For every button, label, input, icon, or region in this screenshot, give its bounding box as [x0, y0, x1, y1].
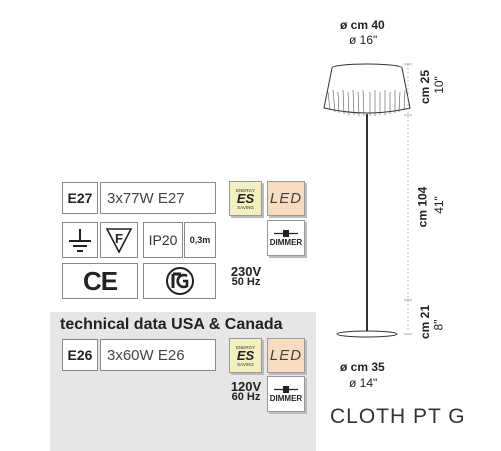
stem-height-in: 41": [431, 196, 446, 214]
energy-saving-mark: ES: [236, 190, 255, 206]
usa-dimmer-slider-icon: [274, 386, 298, 393]
ce-mark: CE: [82, 265, 118, 296]
base-diameter-in: ø 14": [349, 376, 378, 390]
f-mark-cell: F: [100, 222, 138, 258]
usa-bulb-value: 3x60W E26: [107, 346, 185, 364]
shade-height-cm: cm 25: [418, 69, 433, 105]
ground-symbol-cell: [62, 222, 98, 258]
shade-diameter-in: ø 16": [349, 33, 378, 47]
usa-bulb-cell: 3x60W E26: [100, 339, 216, 371]
energy-saving-badge: ENERGY ES SAVING: [229, 181, 262, 216]
ce-mark-cell: CE: [62, 263, 138, 299]
usa-socket-label: E26: [67, 347, 93, 363]
energy-saving-top: ENERGY: [235, 187, 255, 193]
usa-energy-saving-bottom: SAVING: [237, 361, 254, 367]
frequency-value: 50 Hz: [231, 276, 261, 288]
led-label: LED: [269, 190, 303, 207]
dimmer-badge: DIMMER: [267, 220, 305, 256]
voltage-value: 230V: [230, 264, 262, 279]
ip-rating: IP20: [148, 232, 178, 248]
dimmer-slider-icon: [274, 230, 298, 237]
usa-energy-saving-badge: ENERGY ES SAVING: [229, 338, 262, 373]
gost-certification-icon: [165, 267, 194, 295]
voltage-label: 230V 50 Hz: [228, 264, 264, 288]
base-height-cm: cm 21: [418, 304, 433, 340]
gost-mark-cell: [143, 263, 216, 299]
dimmer-label: DIMMER: [269, 238, 303, 247]
usa-led-badge: LED: [267, 338, 305, 373]
usa-energy-saving-top: ENERGY: [235, 344, 255, 350]
usa-dimmer-label: DIMMER: [269, 394, 303, 403]
usa-dimmer-badge: DIMMER: [267, 376, 305, 412]
usa-voltage-label: 120V 60 Hz: [228, 379, 264, 403]
svg-text:F: F: [115, 231, 123, 246]
energy-saving-bottom: SAVING: [237, 204, 254, 210]
clearance-value: 0,3m: [189, 235, 211, 245]
ip-rating-cell: IP20: [143, 222, 183, 258]
usa-socket-cell: E26: [62, 339, 98, 371]
clearance-cell: 0,3m: [184, 222, 216, 258]
model-name: CLOTH PT G: [330, 405, 466, 428]
shade-diameter-cm: ø cm 40: [340, 18, 385, 32]
stem-height-cm: cm 104: [415, 186, 430, 228]
socket-label: E27: [67, 190, 93, 206]
usa-title: technical data USA & Canada: [60, 316, 283, 333]
base-diameter-cm: ø cm 35: [340, 360, 385, 374]
usa-voltage-value: 120V: [230, 379, 262, 394]
bulb-value: 3x77W E27: [107, 189, 185, 207]
usa-energy-saving-mark: ES: [236, 347, 255, 363]
usa-frequency-value: 60 Hz: [231, 391, 261, 403]
usa-led-label: LED: [269, 347, 303, 364]
bulb-cell: 3x77W E27: [100, 182, 216, 214]
f-mark-icon: F: [105, 228, 133, 254]
ground-icon: [69, 229, 91, 252]
base-height-in: 8": [431, 319, 446, 331]
led-badge: LED: [267, 181, 305, 216]
floor-lamp-drawing: [323, 63, 412, 338]
socket-cell: E27: [62, 182, 98, 214]
shade-height-in: 10": [431, 76, 446, 94]
